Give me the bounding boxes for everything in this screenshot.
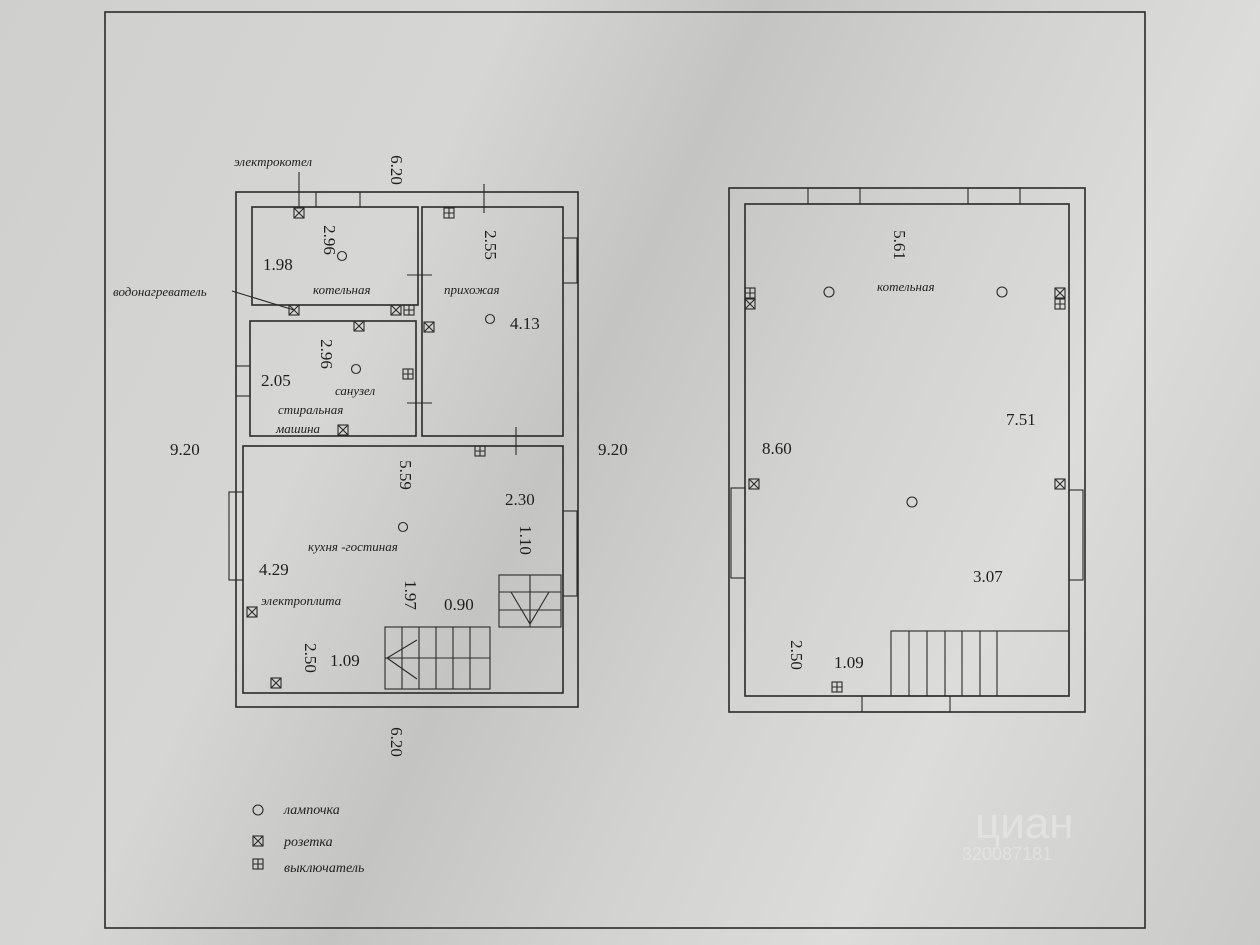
window bbox=[730, 487, 746, 579]
window bbox=[315, 191, 361, 208]
window bbox=[861, 695, 951, 713]
switch-icon bbox=[252, 858, 264, 870]
room-hall bbox=[421, 206, 564, 437]
lamp-icon bbox=[252, 804, 264, 816]
dim-bottom: 6.20 bbox=[387, 727, 406, 757]
washer-label-2: машина bbox=[275, 421, 321, 436]
dim-2-30: 2.30 bbox=[505, 490, 535, 509]
legend-socket: розетка bbox=[283, 835, 333, 850]
socket-icon bbox=[252, 835, 264, 847]
room-label-living: кухня -гостиная bbox=[308, 539, 398, 554]
room-label-upper: котельная bbox=[877, 279, 935, 294]
legend-lamp: лампочка bbox=[283, 803, 340, 818]
boiler-fixture-label: электрокотел bbox=[234, 154, 312, 169]
dim-1-97: 1.97 bbox=[401, 580, 420, 610]
dim-1-10: 1.10 bbox=[516, 525, 535, 555]
room-upper bbox=[744, 203, 1070, 697]
hall-depth: 4.13 bbox=[510, 314, 540, 333]
upper-width: 5.61 bbox=[890, 230, 909, 260]
ground-floor-plan: 6.20 6.20 9.20 9.20 2.96 1.98 котельная … bbox=[113, 154, 628, 757]
room-label-hall: прихожая bbox=[444, 282, 500, 297]
room-label-bathroom: санузел bbox=[335, 383, 375, 398]
dim-right: 9.20 bbox=[598, 440, 628, 459]
window bbox=[1068, 489, 1084, 581]
boiler-depth: 1.98 bbox=[263, 255, 293, 274]
dim-top: 6.20 bbox=[387, 155, 406, 185]
dim-8-60: 8.60 bbox=[762, 439, 792, 458]
room-label-boiler: котельная bbox=[313, 282, 371, 297]
stairs bbox=[384, 574, 562, 690]
dim-1-09: 1.09 bbox=[330, 651, 360, 670]
dim-left: 9.20 bbox=[170, 440, 200, 459]
sheet-frame bbox=[104, 11, 1146, 929]
upper-floor-plan: 5.61 котельная 7.51 8.60 3.07 2.50 1.09 bbox=[728, 187, 1086, 713]
window bbox=[967, 187, 1021, 205]
upper-dim-2-50: 2.50 bbox=[787, 640, 806, 670]
living-depth: 4.29 bbox=[259, 560, 289, 579]
window bbox=[235, 365, 251, 397]
watermark-brand: циан bbox=[975, 799, 1074, 848]
dim-3-07: 3.07 bbox=[973, 567, 1003, 586]
dim-0-90: 0.90 bbox=[444, 595, 474, 614]
legend-switch: выключатель bbox=[284, 861, 364, 876]
window bbox=[562, 237, 578, 284]
stairs bbox=[890, 630, 1070, 697]
window bbox=[807, 187, 861, 205]
legend: лампочка розетка выключатель bbox=[252, 803, 364, 876]
upper-depth: 7.51 bbox=[1006, 410, 1036, 429]
boiler-width: 2.96 bbox=[320, 225, 339, 255]
window bbox=[562, 510, 578, 597]
bathroom-depth: 2.05 bbox=[261, 371, 291, 390]
outer-wall bbox=[235, 191, 579, 708]
watermark-id: 320087181 bbox=[962, 844, 1052, 864]
upper-dim-1-09: 1.09 bbox=[834, 653, 864, 672]
watermark: циан 320087181 bbox=[962, 799, 1074, 864]
door-marks bbox=[407, 184, 517, 455]
hall-width: 2.55 bbox=[481, 230, 500, 260]
stove-label: электроплита bbox=[261, 593, 342, 608]
bathroom-width: 2.96 bbox=[317, 339, 336, 369]
dim-2-50: 2.50 bbox=[301, 643, 320, 673]
water-heater-label: водонагреватель bbox=[113, 284, 207, 299]
washer-label-1: стиральная bbox=[278, 402, 343, 417]
living-width: 5.59 bbox=[396, 460, 415, 490]
window bbox=[228, 491, 244, 581]
